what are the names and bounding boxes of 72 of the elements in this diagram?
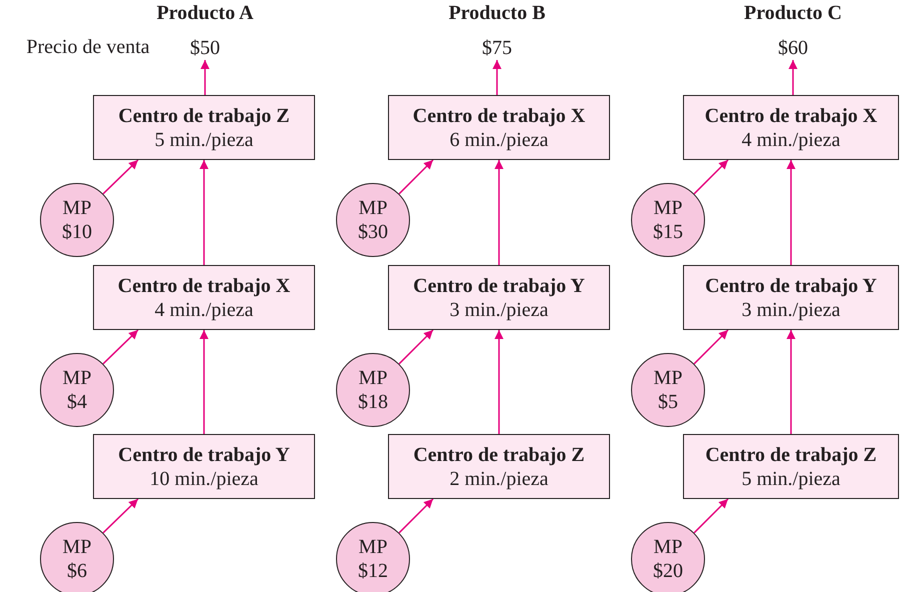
work-center-title: Centro de trabajo X bbox=[412, 104, 586, 128]
work-center-title: Centro de trabajo Y bbox=[705, 274, 877, 298]
material-label: MP bbox=[358, 366, 388, 390]
work-center-box bbox=[93, 95, 315, 160]
arrow bbox=[786, 160, 796, 265]
arrow bbox=[200, 60, 210, 95]
cost-text: $20 bbox=[653, 559, 683, 583]
product-heading: Producto A bbox=[156, 2, 254, 25]
material-label: MP bbox=[62, 366, 92, 390]
work-center-title: Centro de trabajo Z bbox=[705, 442, 877, 466]
work-center-box bbox=[388, 265, 610, 330]
time-text: 4 min./pieza bbox=[154, 298, 254, 322]
cost-text: $18 bbox=[358, 390, 388, 414]
cost-text: $15 bbox=[653, 220, 683, 244]
cost-text: $10 bbox=[62, 220, 92, 244]
time-text: 3 min./pieza bbox=[450, 298, 548, 322]
arrow bbox=[398, 498, 434, 534]
material-label: MP bbox=[62, 196, 92, 220]
work-center-title: Centro de trabajo X bbox=[118, 274, 290, 298]
product-heading: Producto C bbox=[744, 2, 842, 25]
work-center-title: Centro de trabajo Z bbox=[413, 442, 585, 466]
arrow bbox=[102, 498, 139, 534]
arrow bbox=[788, 60, 798, 95]
time-text: 10 min./pieza bbox=[150, 466, 258, 490]
price-text: $75 bbox=[472, 36, 522, 60]
product-heading: Producto B bbox=[448, 2, 546, 25]
cost-text: $30 bbox=[358, 220, 388, 244]
arrow bbox=[694, 329, 729, 364]
time-text: 3 min./pieza bbox=[742, 298, 840, 322]
arrow bbox=[200, 330, 208, 434]
work-center-title: Centro de trabajo Y bbox=[118, 442, 290, 466]
time-text: 5 min./pieza bbox=[742, 466, 840, 490]
work-center-box bbox=[683, 434, 899, 499]
arrow bbox=[200, 160, 208, 265]
arrow bbox=[492, 60, 502, 95]
work-center-box bbox=[683, 95, 899, 160]
arrow bbox=[102, 159, 139, 194]
time-text: 2 min./pieza bbox=[450, 466, 548, 490]
work-center-title: Centro de trabajo X bbox=[704, 104, 878, 128]
arrow bbox=[494, 160, 504, 265]
cost-text: $6 bbox=[67, 559, 87, 583]
raw-material-circle bbox=[336, 522, 410, 592]
arrow bbox=[494, 330, 504, 434]
cost-text: $12 bbox=[358, 559, 388, 583]
arrow bbox=[102, 329, 139, 364]
material-label: MP bbox=[654, 535, 682, 559]
work-center-title: Centro de trabajo Y bbox=[413, 274, 585, 298]
time-text: 5 min./pieza bbox=[154, 128, 254, 152]
work-center-box bbox=[93, 265, 315, 330]
arrow bbox=[398, 329, 434, 364]
cost-text: $4 bbox=[67, 390, 87, 414]
material-label: MP bbox=[654, 366, 682, 390]
material-label: MP bbox=[358, 196, 388, 220]
material-label: MP bbox=[654, 196, 682, 220]
price-label: Precio de venta bbox=[26, 36, 150, 59]
arrow bbox=[694, 498, 729, 534]
cost-text: $5 bbox=[658, 390, 678, 414]
material-label: MP bbox=[62, 535, 92, 559]
price-text: $50 bbox=[180, 36, 230, 60]
time-text: 6 min./pieza bbox=[450, 128, 548, 152]
material-label: MP bbox=[358, 535, 388, 559]
time-text: 4 min./pieza bbox=[742, 128, 840, 152]
work-center-box bbox=[683, 265, 899, 330]
raw-material-circle bbox=[631, 522, 705, 592]
arrow bbox=[694, 159, 729, 194]
arrow bbox=[786, 330, 796, 434]
price-text: $60 bbox=[768, 36, 818, 60]
work-center-box bbox=[388, 434, 610, 499]
work-center-box bbox=[93, 434, 315, 499]
work-center-box bbox=[388, 95, 610, 160]
work-center-title: Centro de trabajo Z bbox=[118, 104, 290, 128]
arrow bbox=[398, 159, 434, 194]
